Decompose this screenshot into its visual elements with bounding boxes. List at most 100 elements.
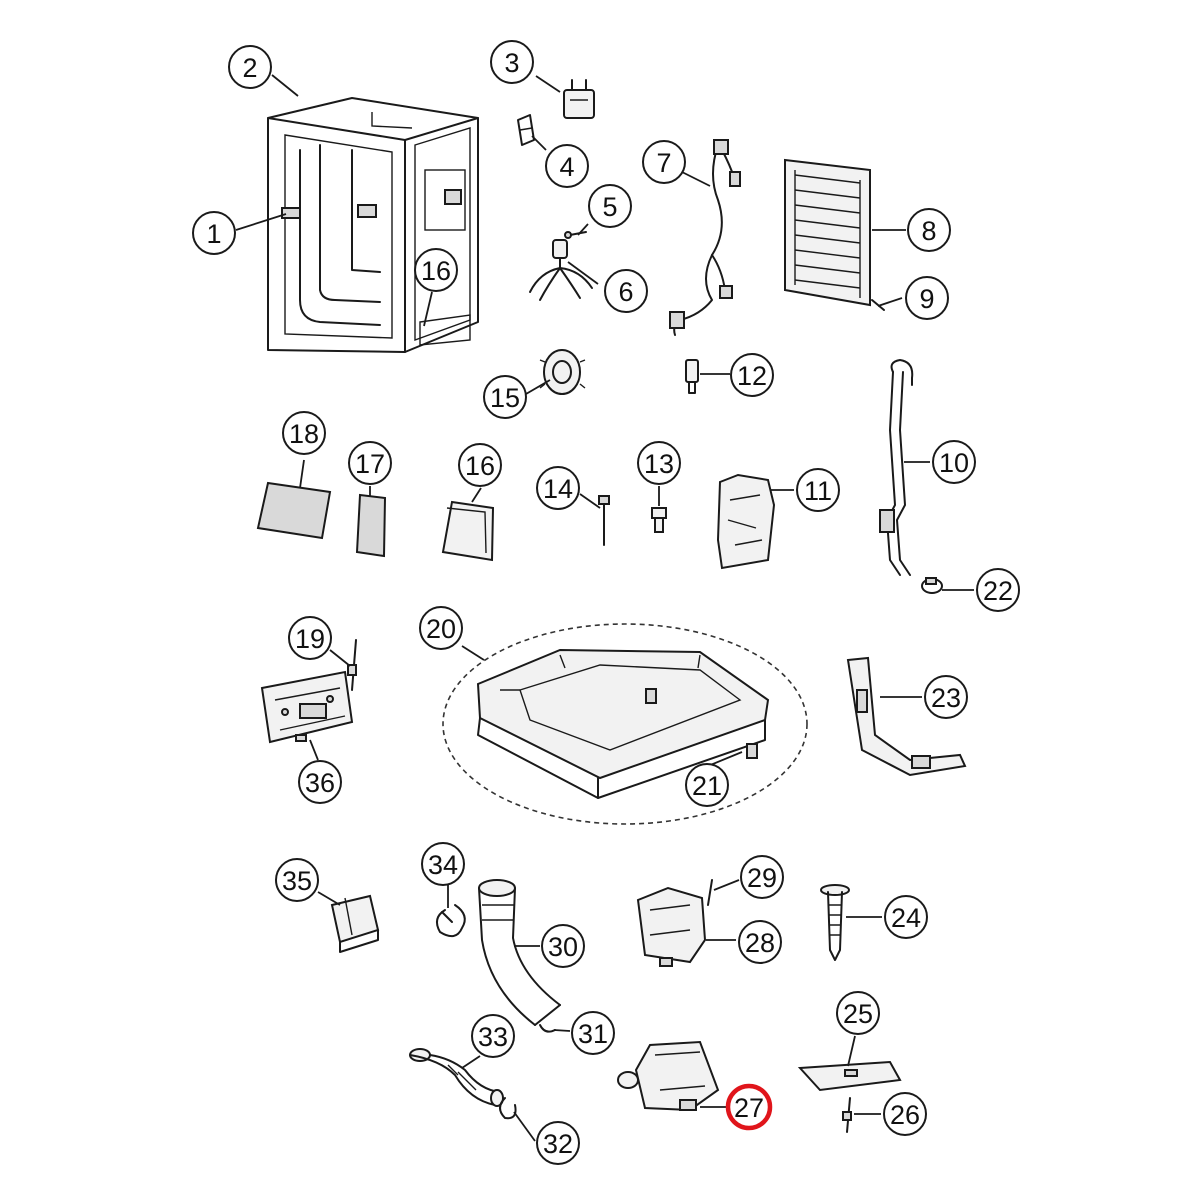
callout-number: 4 xyxy=(559,152,574,182)
callout-number: 33 xyxy=(478,1022,508,1052)
clip-part xyxy=(517,114,535,146)
callout-circle xyxy=(228,45,272,89)
callout-number: 26 xyxy=(890,1100,920,1130)
callout-number: 10 xyxy=(939,448,969,478)
callout-29: 29 xyxy=(740,855,784,899)
callout-13: 13 xyxy=(637,441,681,485)
callout-circle xyxy=(685,763,729,807)
callout-circle xyxy=(604,269,648,313)
callout-circle xyxy=(192,211,236,255)
spray-assembly-part xyxy=(529,239,593,301)
callout-circle xyxy=(298,760,342,804)
callout-12: 12 xyxy=(730,353,774,397)
label-part xyxy=(256,481,332,540)
fill-hose-part xyxy=(879,359,914,576)
callout-number: 15 xyxy=(490,383,520,413)
callout-35: 35 xyxy=(275,858,319,902)
callout-circle xyxy=(932,440,976,484)
callout-1: 1 xyxy=(192,211,236,255)
clamp-part-32 xyxy=(499,1097,517,1120)
leveling-leg-part xyxy=(820,884,850,961)
wire-harness-part xyxy=(669,139,741,336)
callout-circle xyxy=(796,468,840,512)
control-board-part xyxy=(260,670,354,744)
callout-circle xyxy=(458,443,502,487)
callout-30: 30 xyxy=(541,924,585,968)
callout-27: 27 xyxy=(725,1083,773,1131)
callout-32: 32 xyxy=(536,1121,580,1165)
foam-block-part xyxy=(355,493,387,558)
callout-number: 12 xyxy=(737,361,767,391)
bracket-plate-part xyxy=(797,1060,902,1092)
callout-circle xyxy=(725,1083,773,1131)
callout-number: 29 xyxy=(747,863,777,893)
clamp-part-34 xyxy=(435,904,466,938)
screw-part-9 xyxy=(871,299,885,311)
callout-18: 18 xyxy=(282,411,326,455)
callout-7: 7 xyxy=(642,140,686,184)
leader-lines xyxy=(235,74,974,1142)
callout-number: 2 xyxy=(242,53,257,83)
screw-part-5 xyxy=(564,231,587,239)
callout-circle xyxy=(883,1092,927,1136)
callout-number: 8 xyxy=(921,216,936,246)
callout-17: 17 xyxy=(348,441,392,485)
callout-number: 16 xyxy=(421,256,451,286)
callout-number: 22 xyxy=(983,576,1013,606)
callout-number: 32 xyxy=(543,1129,573,1159)
callout-5: 5 xyxy=(588,184,632,228)
callout-circle xyxy=(924,675,968,719)
callout-number: 23 xyxy=(931,683,961,713)
bolt-part-14 xyxy=(598,495,610,546)
callout-number: 3 xyxy=(504,48,519,78)
callout-circle xyxy=(541,924,585,968)
callout-number: 13 xyxy=(644,449,674,479)
drain-hose-part-33 xyxy=(409,1048,504,1107)
callout-number: 6 xyxy=(618,277,633,307)
callout-circle xyxy=(730,353,774,397)
callout-circle xyxy=(836,991,880,1035)
callout-circle xyxy=(545,144,589,188)
parts-bag-part xyxy=(716,473,776,570)
callout-circle xyxy=(905,276,949,320)
callout-number: 31 xyxy=(578,1019,608,1049)
callout-number: 14 xyxy=(543,474,573,504)
callout-24: 24 xyxy=(884,895,928,939)
callout-6: 6 xyxy=(604,269,648,313)
drain-hose-part xyxy=(478,879,561,1026)
callout-number: 11 xyxy=(804,476,832,506)
callout-28: 28 xyxy=(738,920,782,964)
callout-31: 31 xyxy=(571,1011,615,1055)
callout-number: 21 xyxy=(692,771,722,801)
callout-number: 5 xyxy=(602,192,617,222)
callout-circle xyxy=(419,606,463,650)
callout-15: 15 xyxy=(483,375,527,419)
leveling-foot-part xyxy=(645,688,758,759)
callout-4: 4 xyxy=(545,144,589,188)
screw-part-26 xyxy=(842,1097,852,1133)
callout-25: 25 xyxy=(836,991,880,1035)
callout-circle xyxy=(275,858,319,902)
clamp-part-31 xyxy=(539,1024,556,1033)
callout-33: 33 xyxy=(471,1014,515,1058)
screw-part-13 xyxy=(651,507,667,533)
callout-number: 9 xyxy=(919,284,934,314)
callout-36: 36 xyxy=(298,760,342,804)
callout-number: 17 xyxy=(355,449,385,479)
bracket-part xyxy=(846,656,967,777)
transformer-part xyxy=(330,894,380,953)
callout-10: 10 xyxy=(932,440,976,484)
callout-circle xyxy=(414,248,458,292)
callout-circle xyxy=(536,466,580,510)
callout-circle xyxy=(976,568,1020,612)
callout-circle xyxy=(536,1121,580,1165)
callout-circle xyxy=(282,411,326,455)
callout-circle xyxy=(907,208,951,252)
valve-part xyxy=(636,886,707,967)
callout-number: 16 xyxy=(465,451,495,481)
callout-circle xyxy=(740,855,784,899)
pulley-part xyxy=(539,349,586,395)
